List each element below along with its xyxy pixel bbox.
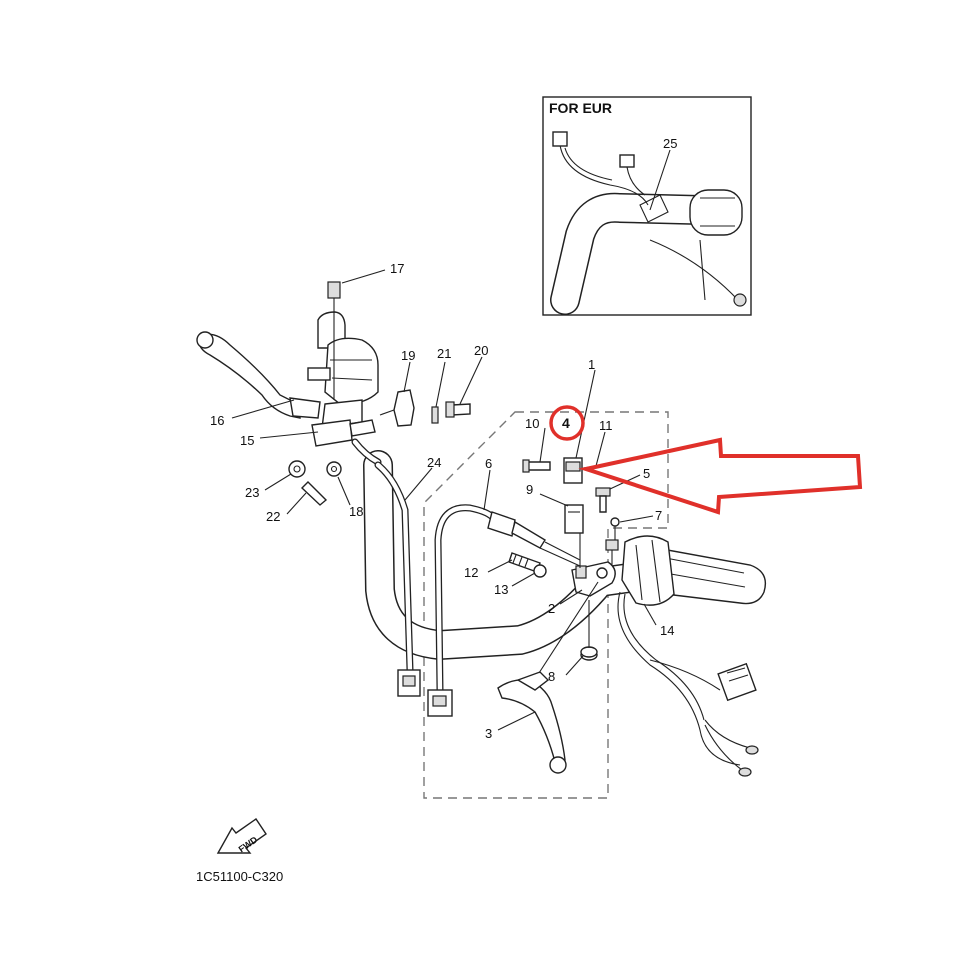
front-brake-switch-parts (522, 457, 620, 540)
master-cylinder (307, 281, 379, 429)
callout-9: 9 (526, 482, 533, 497)
highlight-arrow (578, 437, 863, 515)
right-switch-housing (617, 535, 759, 777)
left-lever (196, 331, 321, 419)
callout-23: 23 (245, 485, 259, 500)
front-lever-3 (497, 671, 567, 774)
callout-18: 18 (349, 504, 363, 519)
fwd-indicator: FWD (216, 818, 267, 854)
callout-10: 10 (525, 416, 539, 431)
callout-16: 16 (210, 413, 224, 428)
callout-24: 24 (427, 455, 441, 470)
inset-handlebar-drawing (550, 131, 747, 315)
handlebar (363, 450, 665, 661)
callout-1: 1 (588, 357, 595, 372)
callout-7: 7 (655, 508, 662, 523)
callout-22: 22 (266, 509, 280, 524)
clamp-bracket (311, 419, 382, 466)
callout-numbers: 17 21 20 19 16 15 23 22 18 24 6 1 10 11 … (210, 261, 674, 741)
callout-19: 19 (401, 348, 415, 363)
callout-25: 25 (663, 136, 677, 151)
callout-12: 12 (464, 565, 478, 580)
highlight-part-4: 4 (549, 405, 863, 515)
callout-8: 8 (548, 669, 555, 684)
small-parts-19-20-21 (379, 389, 471, 427)
left-switch-cable (374, 461, 421, 697)
small-parts-18-22-23 (288, 460, 342, 506)
fwd-arrow-icon (216, 818, 267, 854)
diagram-code: 1C51100-C320 (196, 869, 283, 884)
highlight-circle (549, 405, 585, 441)
callout-20: 20 (474, 343, 488, 358)
inset-for-eur: FOR EUR 25 (542, 96, 752, 316)
callout-17: 17 (390, 261, 404, 276)
callout-2: 2 (548, 601, 555, 616)
leader-25 (649, 149, 671, 211)
callout-11: 11 (599, 418, 613, 433)
brake-switch-cable (427, 504, 581, 717)
callout-21: 21 (437, 346, 451, 361)
inset-title: FOR EUR (549, 100, 612, 116)
washer-8 (580, 600, 598, 661)
callout-14: 14 (660, 623, 674, 638)
callout-6: 6 (485, 456, 492, 471)
assembly-dashed-box (423, 411, 669, 799)
callout-3: 3 (485, 726, 492, 741)
callout-5: 5 (643, 466, 650, 481)
callout-13: 13 (494, 582, 508, 597)
callout-4: 4 (562, 415, 570, 431)
bolt-12-washer-13 (508, 552, 547, 578)
callout-15: 15 (240, 433, 254, 448)
leader-lines (231, 269, 657, 731)
lever-holder-2 (571, 528, 619, 597)
